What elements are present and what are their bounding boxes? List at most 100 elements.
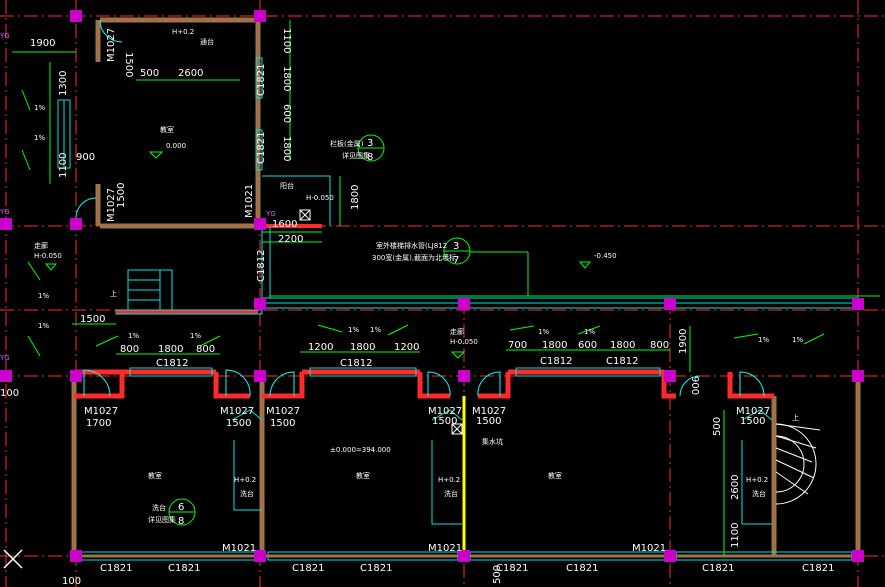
dim-mid-800c: 800 bbox=[650, 340, 669, 351]
wash-areas bbox=[231, 409, 773, 525]
dim-1100: 1100 bbox=[58, 153, 69, 178]
dim-mid-800b: 800 bbox=[196, 344, 215, 355]
note-side-2: 详见图集 bbox=[342, 151, 370, 160]
dimension-lines bbox=[12, 20, 725, 556]
slope-9: 1% bbox=[758, 336, 769, 344]
slope-5: 1% bbox=[348, 326, 359, 334]
door-swings bbox=[75, 19, 765, 397]
elev-top-room: H+0.2 bbox=[172, 28, 194, 36]
elev-room-center: 0.000 bbox=[166, 142, 186, 150]
door-e-label: M1027 bbox=[472, 406, 506, 417]
small-label-balcony: 阳台 bbox=[280, 181, 294, 190]
elev-outside: -0.450 bbox=[594, 252, 617, 260]
dim-mid-1800b: 1800 bbox=[350, 342, 375, 353]
window-c1821-b1: C1821 bbox=[100, 563, 132, 574]
elev-left-corridor: H-0.050 bbox=[34, 252, 62, 260]
dim-2200: 2200 bbox=[278, 234, 303, 245]
columns bbox=[0, 10, 864, 562]
slope-4: 1% bbox=[38, 322, 49, 330]
dim-500-right: 500 bbox=[712, 417, 723, 436]
door-m1021-b: M1021 bbox=[222, 543, 256, 554]
dim-right-1800b: 1800 bbox=[281, 136, 292, 161]
room-label-1: 教室 bbox=[160, 125, 174, 134]
small-label-up-2: 上 bbox=[792, 413, 799, 422]
door-m1021-d: M1021 bbox=[632, 543, 666, 554]
door-left-label: M1027 bbox=[106, 188, 117, 222]
dim-900: 900 bbox=[76, 152, 95, 163]
room-label-4: 教室 bbox=[548, 471, 562, 480]
dim-100-bottom: 100 bbox=[62, 576, 81, 587]
elev-wash-3: H+0.2 bbox=[746, 476, 768, 484]
dim-mid-1800c: 1800 bbox=[542, 340, 567, 351]
corridor-bands bbox=[115, 226, 859, 315]
door-f-label: M1027 bbox=[736, 406, 770, 417]
window-c1821-b8: C1821 bbox=[802, 563, 834, 574]
window-c1821-b7: C1821 bbox=[702, 563, 734, 574]
room-label-2: 教室 bbox=[148, 471, 162, 480]
slope-arrows bbox=[21, 89, 825, 357]
door-c-width: 1500 bbox=[270, 418, 295, 429]
dim-1600: 1600 bbox=[272, 219, 297, 230]
slope-12: 1% bbox=[190, 332, 201, 340]
window-c1812-a: C1812 bbox=[156, 358, 188, 369]
stairs-left bbox=[127, 269, 173, 311]
axis-mark-4: YG bbox=[265, 210, 276, 218]
axis-mark-2: YG bbox=[0, 208, 10, 216]
door-m1021-a: M1021 bbox=[244, 184, 255, 218]
dim-2600: 2600 bbox=[178, 68, 203, 79]
window-c1821-b2: C1821 bbox=[168, 563, 200, 574]
dim-1900: 1900 bbox=[30, 38, 55, 49]
dim-right-600: 600 bbox=[281, 104, 292, 123]
dim-mid-1800a: 1800 bbox=[158, 344, 183, 355]
elev-datum: ±0.000=394.000 bbox=[330, 446, 391, 454]
dim-right-1800: 1800 bbox=[281, 66, 292, 91]
small-label-tongtai: 通台 bbox=[200, 37, 214, 46]
callout-2-top: 3 bbox=[453, 241, 459, 252]
window-c1821-b6: C1821 bbox=[566, 563, 598, 574]
dim-2600-right: 2600 bbox=[730, 475, 741, 500]
axis-mark-1: YG bbox=[0, 32, 10, 40]
small-label-corridor-1: 走廊 bbox=[34, 241, 48, 250]
dim-mid-1800d: 1800 bbox=[610, 340, 635, 351]
note-drain: 室外楼梯排水管(LJ812 bbox=[376, 241, 447, 250]
dim-900-corr: 900 bbox=[689, 376, 700, 395]
slope-7: 1% bbox=[538, 328, 549, 336]
elev-wash-1: H+0.2 bbox=[234, 476, 256, 484]
elev-balcony: H-0.050 bbox=[306, 194, 334, 202]
slope-10: 1% bbox=[792, 336, 803, 344]
elevation-markers bbox=[44, 151, 592, 359]
slope-3: 1% bbox=[38, 292, 49, 300]
dim-1800-balcony: 1800 bbox=[350, 185, 361, 210]
elev-wash-2: H+0.2 bbox=[438, 476, 460, 484]
cursor-cross-icon bbox=[3, 549, 23, 569]
drain-symbols bbox=[299, 209, 463, 435]
door-c-label: M1027 bbox=[266, 406, 300, 417]
callout-2-bottom: 7 bbox=[453, 255, 459, 266]
labels-text: 1900 500 2600 1300 900 1100 1500 1600 22… bbox=[0, 28, 834, 587]
dim-mid-1200a: 1200 bbox=[308, 342, 333, 353]
slope-6: 1% bbox=[370, 326, 381, 334]
dim-1900-corr: 1900 bbox=[678, 329, 689, 354]
slope-2: 1% bbox=[34, 134, 45, 142]
dim-1500-corr: 1500 bbox=[80, 314, 105, 325]
dim-mid-800a: 800 bbox=[120, 344, 139, 355]
callout-circles bbox=[168, 134, 471, 526]
dim-1100-right: 1100 bbox=[730, 523, 741, 548]
slope-11: 1% bbox=[128, 332, 139, 340]
note-wash: 洗台 bbox=[152, 503, 166, 512]
window-c1821-top: C1821 bbox=[256, 64, 267, 96]
dim-right-1100: 1100 bbox=[281, 28, 292, 53]
slope-8: 1% bbox=[584, 328, 595, 336]
small-label-sump: 集水坑 bbox=[482, 437, 503, 446]
door-m1021-c: M1021 bbox=[428, 543, 462, 554]
axis-mark-3: YG bbox=[0, 354, 10, 362]
dim-mid-1200b: 1200 bbox=[394, 342, 419, 353]
balcony-outline bbox=[262, 175, 331, 226]
door-a-width: 1700 bbox=[86, 418, 111, 429]
door-e-width: 1500 bbox=[476, 416, 501, 427]
dim-mid-700: 700 bbox=[508, 340, 527, 351]
door-top-width: 1500 bbox=[123, 52, 134, 77]
small-label-up-1: 上 bbox=[110, 289, 117, 298]
elev-corridor: H-0.050 bbox=[450, 338, 478, 346]
